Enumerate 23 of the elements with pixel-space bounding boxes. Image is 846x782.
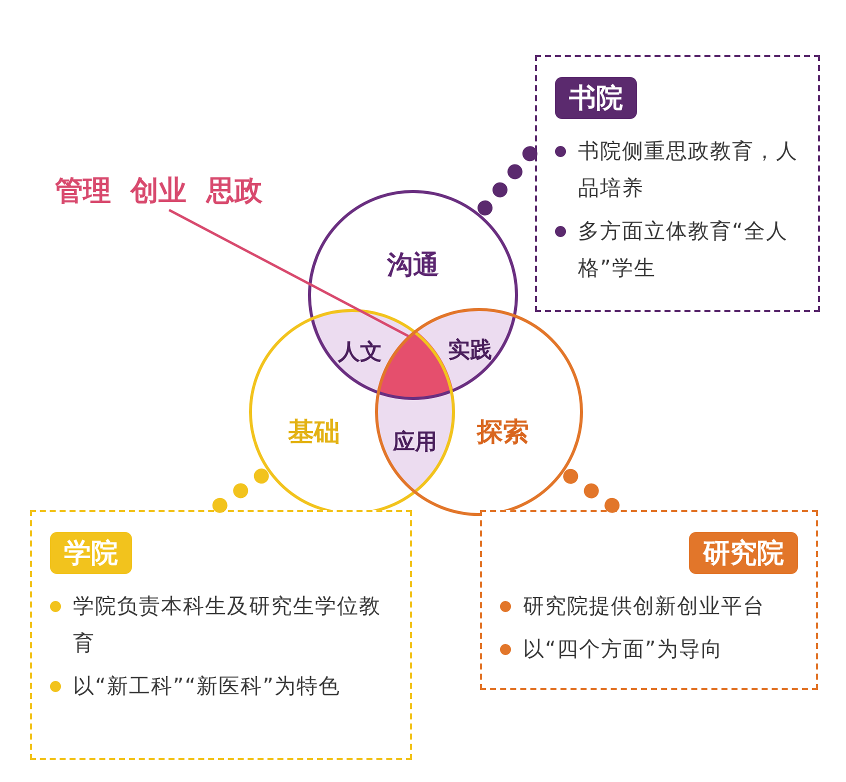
circle-label: 沟通 xyxy=(387,250,439,282)
region-label: 人文 xyxy=(338,339,382,367)
region-label: 应用 xyxy=(393,428,437,457)
leader-line xyxy=(168,208,409,338)
dotted-connector xyxy=(212,468,270,513)
dotted-connector xyxy=(562,468,620,513)
bullet-text: 学院负责本科生及研究生学位教育 xyxy=(73,593,382,657)
info-card xyxy=(30,510,412,760)
callout-text: 管理 创业 思政 xyxy=(55,172,262,210)
circle-label: 探索 xyxy=(477,416,529,450)
info-card xyxy=(535,55,820,312)
bullet-text: 以“四个方面”为导向 xyxy=(523,636,723,663)
bullet-text: 研究院提供创新创业平台 xyxy=(523,593,765,620)
dotted-connector xyxy=(477,146,538,216)
bullet-text: 以“新工科”“新医科”为特色 xyxy=(73,673,341,700)
info-card xyxy=(480,510,818,690)
bullet-text: 多方面立体教育“全人格”学生 xyxy=(578,218,789,282)
heading-badge: 书院 xyxy=(555,77,637,119)
region-label: 实践 xyxy=(448,337,492,365)
heading-badge: 学院 xyxy=(50,532,132,574)
bullet-text: 书院侧重思政教育，人品培养 xyxy=(578,138,799,202)
circle-label: 基础 xyxy=(288,416,340,450)
heading-badge: 研究院 xyxy=(689,532,798,574)
